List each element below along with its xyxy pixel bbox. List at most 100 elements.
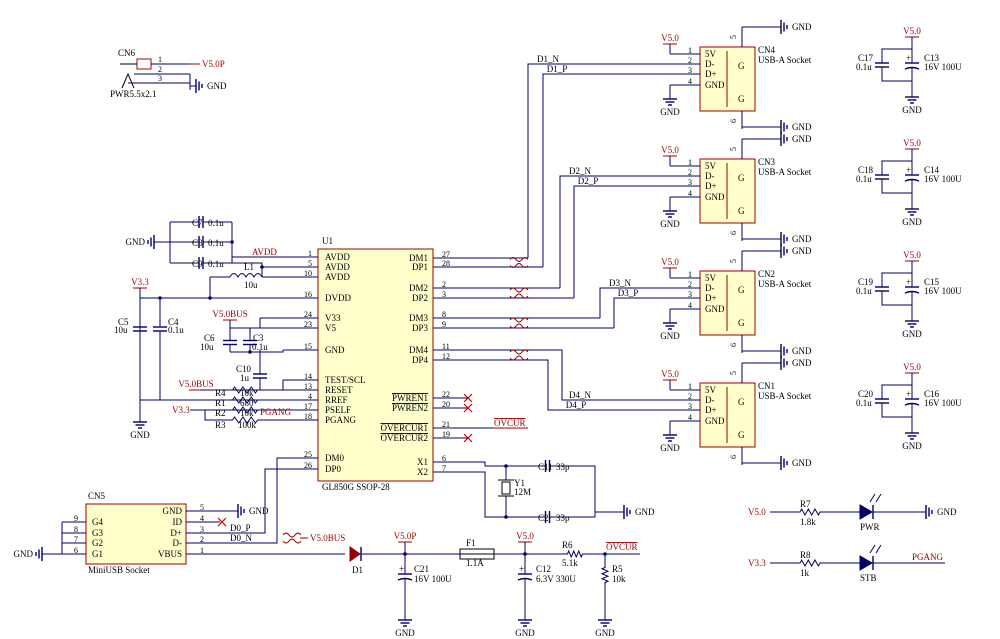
jack-pin-number: 3 (158, 74, 162, 83)
usb-a-g: G (738, 206, 745, 216)
usb-a-pin-number: 1 (688, 158, 692, 167)
net-label: D3_P (618, 288, 639, 298)
wire (573, 185, 670, 298)
usb-a-pin-number: 4 (688, 189, 692, 198)
cap-ref: C9 (192, 259, 203, 269)
cap-value: 10u (200, 342, 214, 352)
diode-body (349, 546, 361, 562)
u1-pin-name: PWREN1 (392, 393, 428, 403)
ground-label: GND (207, 81, 227, 91)
power-label: V5.0 (903, 138, 921, 148)
u1-pin-name: DVDD (325, 293, 351, 303)
wire (881, 185, 912, 194)
usb-a-pin-number: 1 (688, 270, 692, 279)
u1-pin-name: AVDD (325, 252, 350, 262)
cap-ref: C8 (192, 238, 203, 248)
u1-pin-number: 26 (304, 461, 312, 470)
resistor-body (220, 416, 270, 424)
res-ref: R2 (215, 408, 226, 418)
junction-dot (504, 515, 508, 519)
power-label: V5.0 (516, 531, 534, 541)
ovcur-net: OVCUR (468, 418, 528, 429)
wire (741, 121, 775, 128)
cap-ref: C18 (858, 165, 874, 175)
usb-pair-2: D2_ND2_P (468, 166, 670, 299)
power-label: V5.0BUS (178, 379, 213, 389)
res-ref: R3 (215, 420, 226, 430)
power-label: V5.0 (661, 257, 679, 267)
wire (542, 73, 670, 267)
junction-dot (230, 240, 234, 244)
usb-a-pin-name: 5V (705, 273, 717, 283)
jack-pin (136, 58, 152, 70)
inductor-ref: L1 (244, 262, 254, 272)
cap-value: 0.1u (856, 62, 872, 72)
u1-pin-name: X2 (417, 467, 428, 477)
cap-value: 0.1u (856, 286, 872, 296)
usb-a-pin-number: 2 (688, 280, 692, 289)
diff-pair-mark (509, 293, 529, 299)
u1-pin-number: 8 (442, 310, 446, 319)
u1-pin-number: 27 (442, 250, 450, 259)
led-emission (869, 544, 882, 554)
plus-sign: + (906, 389, 911, 399)
ground-label: GND (902, 329, 922, 339)
wire (204, 410, 220, 421)
cap-value: 0.1u (208, 238, 224, 248)
pgang-label: PGANG (260, 407, 292, 417)
usb-a-pin-number: 5 (729, 259, 738, 263)
u1-pin-name: DM2 (409, 283, 428, 293)
u1-pin-name: PWREN2 (392, 403, 428, 413)
cap-value: 0.1u (208, 259, 224, 269)
usb-a-pin-number: 6 (729, 455, 738, 459)
wire (613, 297, 670, 328)
usb-a-type: USB-A Socket (758, 279, 812, 289)
usb-a-ref: CN4 (758, 45, 776, 55)
cn5-pin-number: 3 (200, 525, 204, 534)
resistor-body (790, 558, 830, 568)
ground-label: GND (595, 628, 615, 638)
cap-ref: C4 (168, 317, 179, 327)
res-ref: R1 (215, 398, 226, 408)
u1-pin-name: PSELF (325, 405, 351, 415)
junction-dot (504, 464, 508, 468)
u1-pin-number: 4 (308, 392, 312, 401)
u1-pin-name: V5 (325, 323, 336, 333)
pgang-label: PGANG (912, 552, 944, 562)
cn5-ref: CN5 (88, 491, 106, 501)
usb-a-type: USB-A Socket (758, 55, 812, 65)
usb-a-pin-number: 1 (688, 46, 692, 55)
plus-sign: + (906, 277, 911, 287)
cap-plate (397, 577, 413, 581)
cn5-part: MiniUSB Socket (88, 565, 150, 575)
power-label: V5.0 (748, 507, 766, 517)
usb-pair-3: D3_ND3_P (468, 278, 670, 329)
resistor-body (220, 406, 270, 414)
net-label: D2_P (578, 176, 599, 186)
cap-value: 0.1u (856, 398, 872, 408)
cap-value: 16V 100U (924, 62, 962, 72)
res-ref: R4 (215, 388, 226, 398)
ovcur-label: OVCUR (606, 542, 638, 552)
cap-ref: C7 (192, 218, 203, 228)
wire (232, 262, 283, 268)
power-label: V5.0P (394, 531, 417, 541)
usb-a-pin-number: 3 (688, 178, 692, 187)
usb-a-g: G (738, 318, 745, 328)
res-value: 10k (612, 574, 626, 584)
wire (559, 175, 670, 288)
cap-ref: C6 (204, 333, 215, 343)
wire (881, 297, 912, 306)
usb-a-g: G (738, 430, 745, 440)
inductor-value: 10u (244, 280, 258, 290)
ovcur-label: OVCUR (494, 418, 526, 428)
u1-pin-name: DP3 (412, 323, 429, 333)
diff-pair-mark (509, 317, 529, 323)
usb-a-pin-number: 6 (729, 119, 738, 123)
res-value: 1k (800, 568, 810, 578)
power-label: V5.0 (661, 369, 679, 379)
u1-pin-number: 9 (442, 320, 446, 329)
